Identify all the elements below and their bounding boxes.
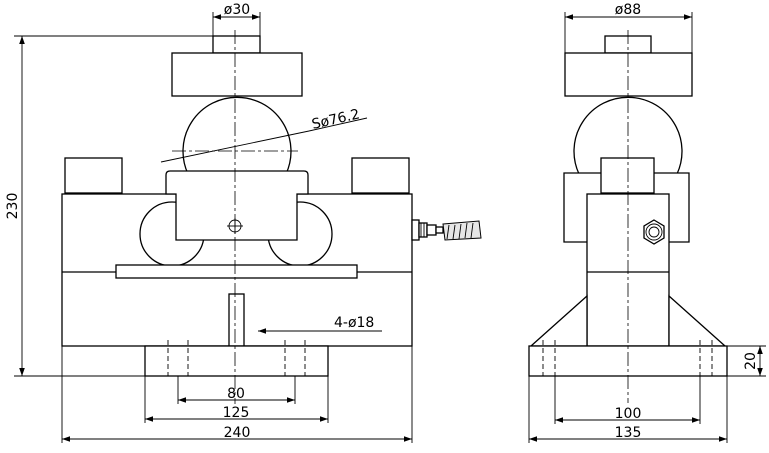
front-bottom-plate — [115, 264, 358, 279]
front-view — [61, 30, 482, 404]
side-column-cap — [600, 157, 655, 194]
front-top-pin — [212, 35, 261, 54]
cable-connector — [411, 219, 444, 241]
hole-pattern-label: 4-ø18 — [334, 315, 374, 331]
front-slot — [228, 293, 245, 347]
overall-length-label: 240 — [224, 425, 251, 441]
front-right-cap — [351, 157, 410, 194]
overall-height-label: 230 — [5, 193, 21, 220]
side-view — [528, 30, 728, 403]
front-rocker-block — [165, 170, 309, 241]
side-top-pad — [564, 52, 693, 97]
side-hole-spacing-label: 100 — [615, 406, 642, 422]
side-base-width-label: 135 — [615, 425, 642, 441]
side-gusset — [529, 294, 588, 347]
side-gusset-right — [668, 294, 727, 347]
front-top-pad — [171, 52, 303, 97]
cable — [442, 220, 482, 241]
front-left-cap — [64, 157, 123, 194]
pad-diameter-label: ø88 — [615, 2, 641, 18]
side-cable-nut — [643, 219, 665, 245]
base-thickness-label: 20 — [743, 352, 759, 370]
side-dimensions: ø88 20 100 135 — [528, 2, 766, 443]
front-base-flange — [144, 345, 329, 377]
sphere-diameter-label: Sø76.2 — [310, 106, 361, 133]
front-sphere — [182, 96, 292, 175]
hole-spacing-label: 80 — [227, 386, 245, 402]
base-length-label: 125 — [223, 405, 250, 421]
pin-diameter-label: ø30 — [224, 2, 250, 18]
